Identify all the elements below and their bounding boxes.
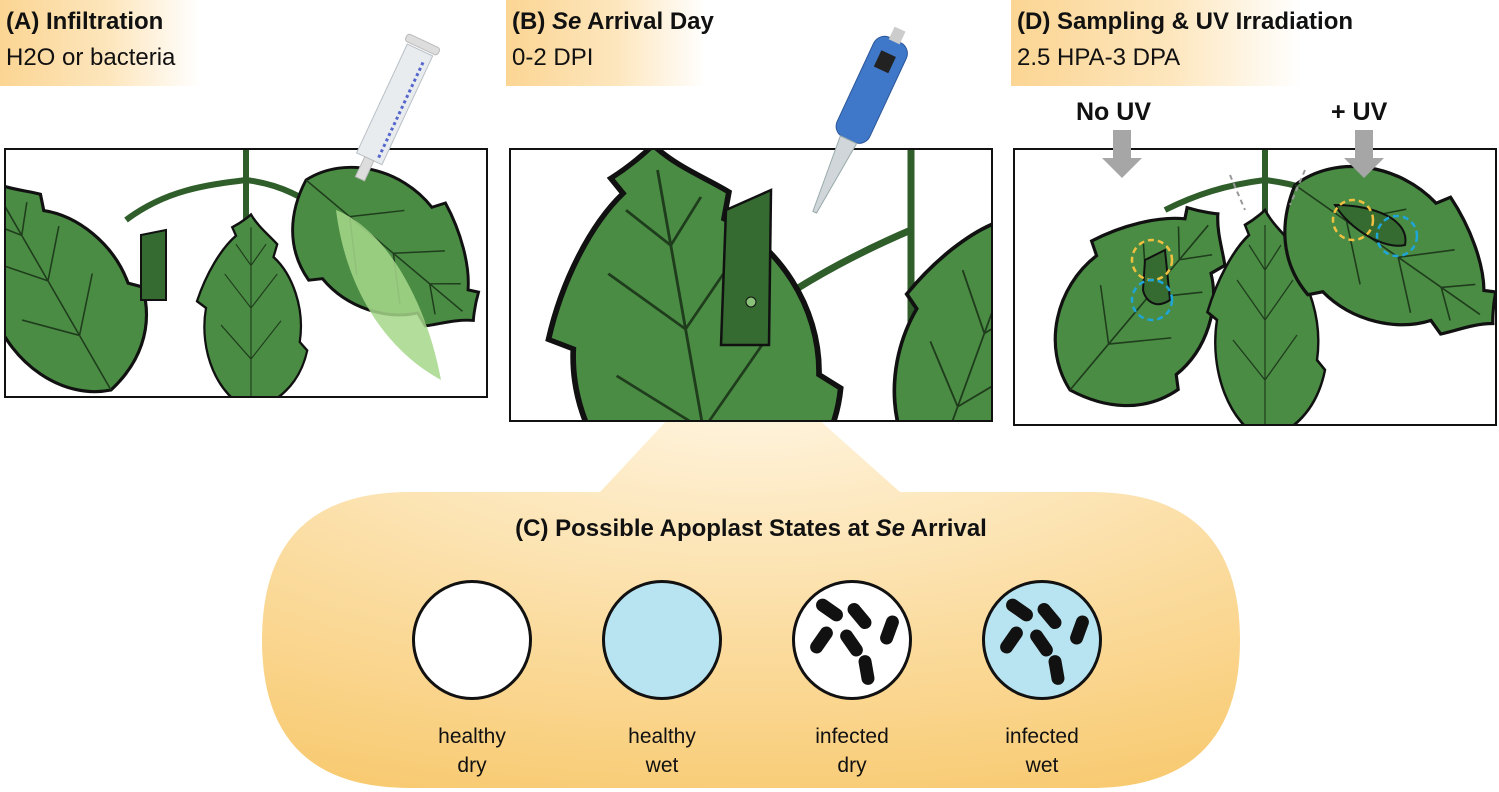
- apoplast-circle: [792, 580, 912, 700]
- panel-b-header: (B) Se Arrival Day 0-2 DPI: [506, 0, 714, 86]
- panel-d-header: (D) Sampling & UV Irradiation 2.5 HPA-3 …: [1011, 0, 1353, 86]
- uv-label: + UV: [1331, 98, 1388, 126]
- bacterium-icon: [1034, 600, 1065, 632]
- no-uv-label: No UV: [1076, 98, 1151, 126]
- panel-a-leaf-illustration: [4, 148, 488, 398]
- panel-a-subtitle: H2O or bacteria: [6, 44, 176, 71]
- bacterium-icon: [1027, 626, 1056, 660]
- panel-b-title-prefix: (B): [512, 8, 552, 35]
- bacterium-icon: [1047, 654, 1066, 686]
- panel-b-title-italic: Se: [551, 8, 582, 35]
- bacterium-icon: [837, 626, 866, 660]
- bacterium-icon: [807, 623, 836, 657]
- sample-circle-blue: [1130, 278, 1174, 322]
- apoplast-circle: [412, 580, 532, 700]
- panel-c-title-suffix: Arrival: [905, 515, 987, 542]
- bacterium-icon: [844, 600, 875, 632]
- panel-a-title: (A) Infiltration: [6, 8, 164, 35]
- bacterium-icon: [813, 596, 846, 624]
- panel-c-title: (C) Possible Apoplast States at Se Arriv…: [262, 515, 1240, 543]
- panel-b-leaf-illustration: [509, 148, 993, 422]
- panel-b-title: (B) Se Arrival Day: [512, 8, 714, 36]
- bacterium-icon: [878, 613, 901, 647]
- bacterium-icon: [1003, 596, 1036, 624]
- bacterium-icon: [997, 623, 1026, 657]
- apoplast-circle: [982, 580, 1102, 700]
- bacterium-icon: [1068, 613, 1091, 647]
- panel-b-subtitle: 0-2 DPI: [512, 44, 594, 71]
- panel-a-header: (A) Infiltration H2O or bacteria: [0, 0, 200, 86]
- panel-d-subtitle: 2.5 HPA-3 DPA: [1017, 44, 1181, 71]
- sample-circle-yellow: [1331, 198, 1375, 242]
- panel-c-title-italic: Se: [875, 515, 906, 542]
- panel-d-title: (D) Sampling & UV Irradiation: [1017, 8, 1354, 35]
- panel-c-title-prefix: (C) Possible Apoplast States at: [515, 515, 876, 542]
- panel-d-leaf-illustration: [1013, 148, 1497, 426]
- panel-b-title-suffix: Arrival Day: [581, 8, 714, 35]
- bacterium-icon: [857, 654, 876, 686]
- sample-circle-blue: [1375, 214, 1419, 258]
- apoplast-circle: [602, 580, 722, 700]
